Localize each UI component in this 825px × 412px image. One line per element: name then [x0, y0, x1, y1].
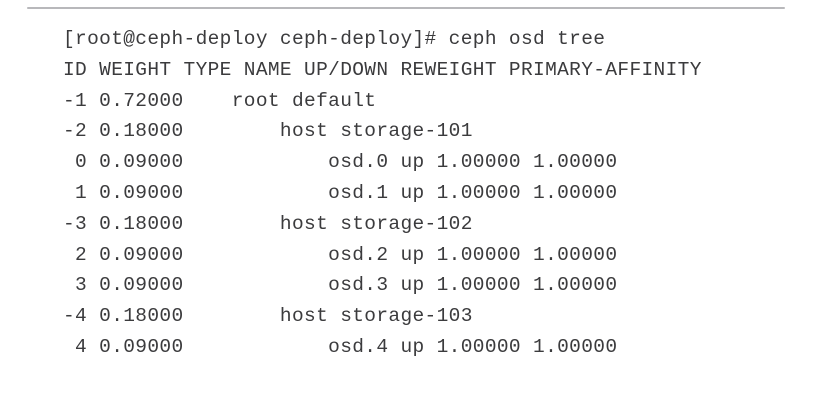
terminal-line-host-storage-102: -3 0.18000 host storage-102	[63, 212, 473, 235]
terminal-line-osd-2: 2 0.09000 osd.2 up 1.00000 1.00000	[63, 243, 618, 266]
terminal-line-host-storage-103: -4 0.18000 host storage-103	[63, 305, 473, 328]
terminal-line-host-storage-101: -2 0.18000 host storage-101	[63, 120, 473, 143]
terminal-line-root-default: -1 0.72000 root default	[63, 89, 377, 112]
terminal-line-osd-1: 1 0.09000 osd.1 up 1.00000 1.00000	[63, 181, 618, 204]
terminal-line-osd-3: 3 0.09000 osd.3 up 1.00000 1.00000	[63, 274, 618, 297]
terminal-line-header: ID WEIGHT TYPE NAME UP/DOWN REWEIGHT PRI…	[63, 58, 702, 81]
terminal-line-osd-0: 0 0.09000 osd.0 up 1.00000 1.00000	[63, 151, 618, 174]
terminal-line-prompt: [root@ceph-deploy ceph-deploy]# ceph osd…	[63, 28, 606, 50]
top-divider	[27, 7, 785, 9]
terminal-line-osd-4: 4 0.09000 osd.4 up 1.00000 1.00000	[63, 335, 618, 358]
terminal-output[interactable]: [root@ceph-deploy ceph-deploy]# ceph osd…	[63, 24, 803, 363]
